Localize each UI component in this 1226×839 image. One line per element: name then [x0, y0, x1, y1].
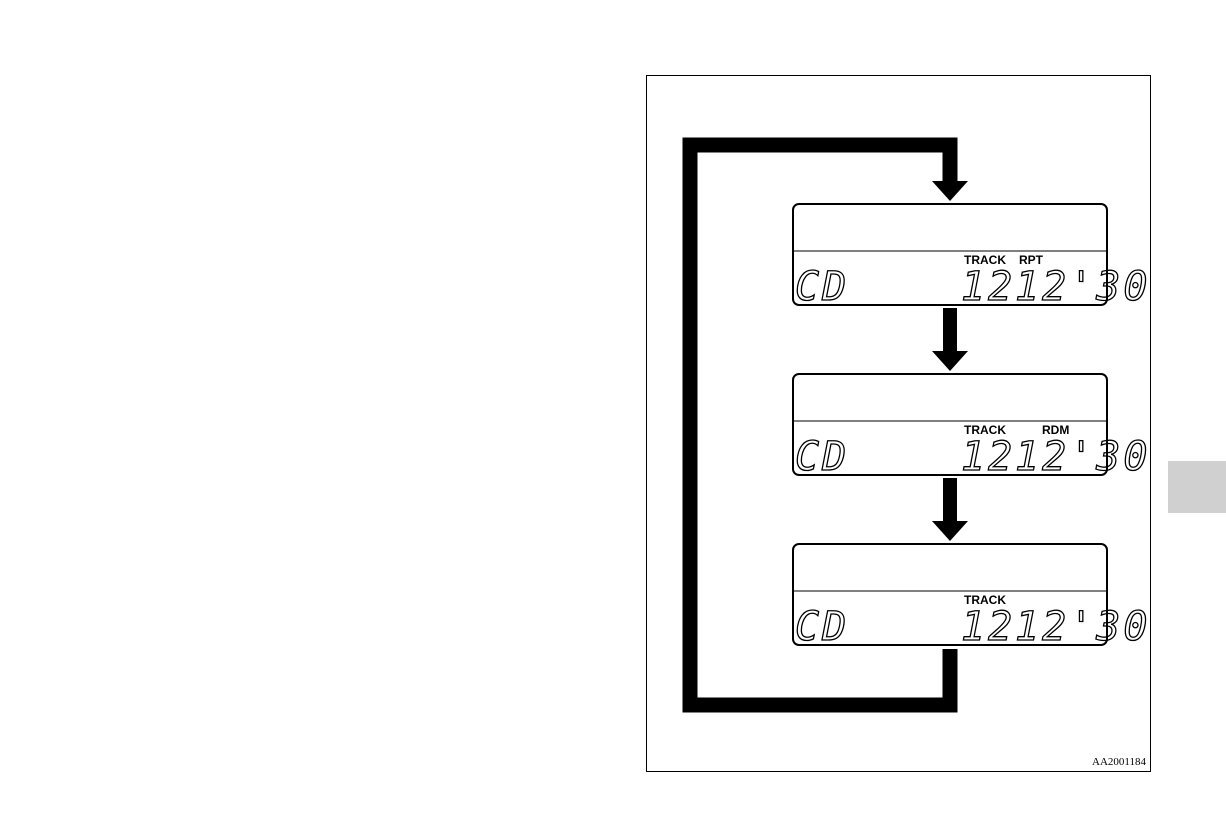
mode-cycle-diagram: TRACK RPT CD 12 12'30 TRACK RDM CD 12 12…: [647, 76, 1152, 773]
source-readout: CD: [795, 604, 849, 650]
time-readout: 12'30: [1015, 604, 1150, 650]
source-readout: CD: [795, 264, 849, 310]
arrow-to-display-3: [932, 521, 968, 541]
arrow-to-display-2: [932, 351, 968, 371]
time-readout: 12'30: [1015, 264, 1150, 310]
time-readout: 12'30: [1015, 434, 1150, 480]
track-number-readout: 12: [961, 264, 1015, 310]
display-panel-normal: TRACK CD 12 12'30: [793, 544, 1150, 650]
source-readout: CD: [795, 434, 849, 480]
arrow-shaft-2: [943, 478, 957, 523]
figure-code: AA2001184: [1092, 756, 1146, 768]
section-thumb-tab: [1168, 461, 1226, 513]
track-number-readout: 12: [961, 604, 1015, 650]
display-panel-repeat: TRACK RPT CD 12 12'30: [793, 204, 1150, 310]
figure-frame: TRACK RPT CD 12 12'30 TRACK RDM CD 12 12…: [646, 75, 1151, 772]
arrow-shaft-1: [943, 308, 957, 353]
display-panel-random: TRACK RDM CD 12 12'30: [793, 374, 1150, 480]
arrow-to-display-1: [932, 181, 968, 201]
track-number-readout: 12: [961, 434, 1015, 480]
